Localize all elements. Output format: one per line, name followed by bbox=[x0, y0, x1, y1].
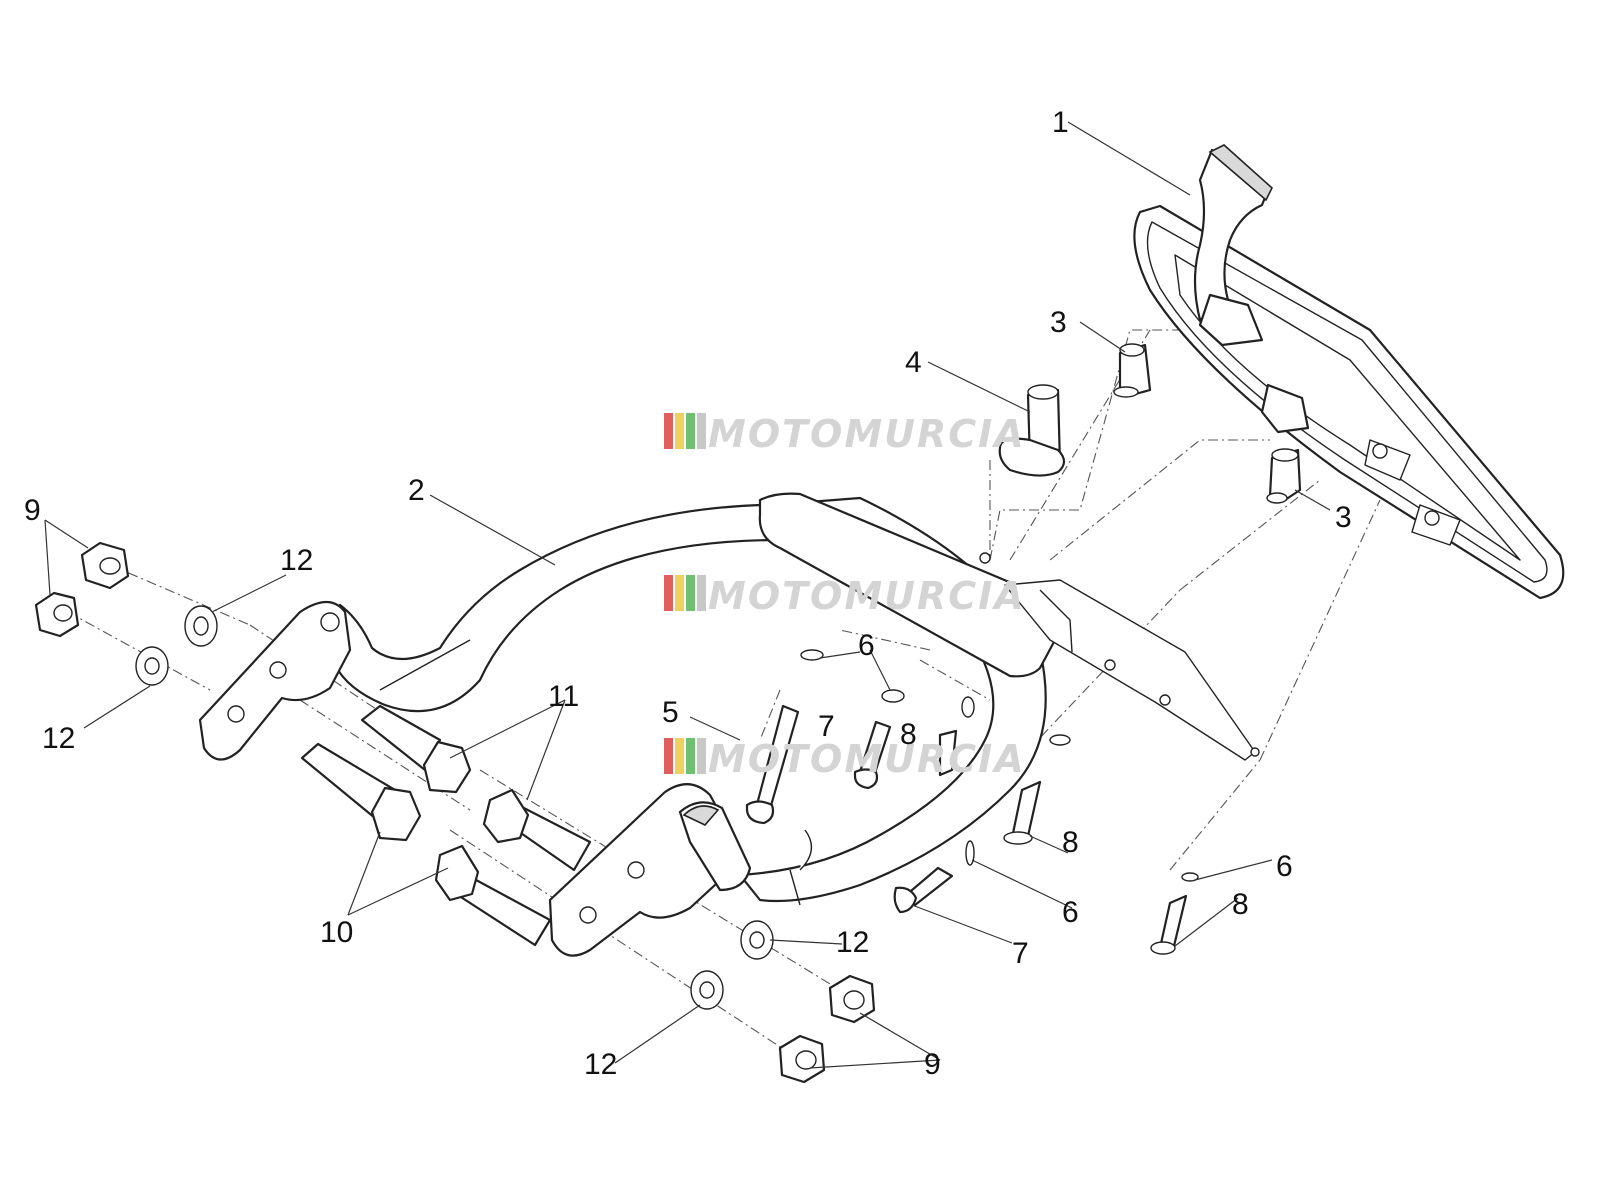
watermark-stripe bbox=[686, 575, 695, 611]
watermark-middle: MOTOMURCIA bbox=[664, 574, 1026, 618]
watermark-stripe bbox=[675, 738, 684, 774]
callout-10: 10 bbox=[320, 916, 353, 949]
watermark-stripe bbox=[697, 413, 706, 449]
part-12-washers bbox=[135, 605, 774, 1010]
watermark-stripe bbox=[686, 738, 695, 774]
callout-4: 4 bbox=[905, 346, 922, 379]
callout-3: 3 bbox=[1050, 306, 1067, 339]
watermark-text: MOTOMURCIA bbox=[708, 412, 1026, 456]
callout-12: 12 bbox=[584, 1048, 617, 1081]
watermark-bottom: MOTOMURCIA bbox=[664, 737, 1026, 781]
part-8-bushings bbox=[938, 729, 1188, 955]
callout-2: 2 bbox=[408, 474, 425, 507]
callout-9: 9 bbox=[24, 494, 41, 527]
watermark-stripe bbox=[664, 413, 673, 449]
callout-7: 7 bbox=[818, 710, 835, 743]
callout-9: 9 bbox=[924, 1048, 941, 1081]
watermark-top: MOTOMURCIA bbox=[664, 412, 1026, 456]
watermark-stripe bbox=[686, 413, 695, 449]
callout-8: 8 bbox=[1232, 888, 1249, 921]
callout-3: 3 bbox=[1335, 501, 1352, 534]
callout-labels: 1 2 3 3 4 5 6 6 6 7 7 8 8 8 9 9 10 11 12… bbox=[24, 106, 1352, 1081]
watermark-stripe bbox=[697, 575, 706, 611]
callout-8: 8 bbox=[900, 718, 917, 751]
part-2-grab-rail bbox=[198, 492, 1260, 957]
part-6-washers bbox=[800, 649, 1199, 882]
callout-8: 8 bbox=[1062, 826, 1079, 859]
watermark-stripe bbox=[675, 575, 684, 611]
callout-12: 12 bbox=[280, 544, 313, 577]
part-4-spacer bbox=[998, 384, 1066, 477]
callout-6: 6 bbox=[1276, 850, 1293, 883]
callout-12: 12 bbox=[42, 722, 75, 755]
part-7-screws bbox=[853, 720, 954, 914]
part-3-bushings bbox=[1113, 343, 1302, 504]
part-11-bolts bbox=[360, 704, 592, 872]
part-5-screw bbox=[745, 704, 800, 825]
part-10-long-bolts bbox=[300, 742, 552, 947]
part-9-nuts bbox=[34, 541, 876, 1084]
callout-12: 12 bbox=[836, 926, 869, 959]
callout-7: 7 bbox=[1012, 937, 1029, 970]
watermark-text: MOTOMURCIA bbox=[708, 737, 1026, 781]
callout-5: 5 bbox=[662, 696, 679, 729]
watermark-stripe bbox=[664, 738, 673, 774]
watermark-stripe bbox=[664, 575, 673, 611]
watermark-text: MOTOMURCIA bbox=[708, 574, 1026, 618]
part-1-license-plate-holder bbox=[1133, 144, 1565, 600]
callout-1: 1 bbox=[1052, 106, 1069, 139]
watermark-stripe bbox=[697, 738, 706, 774]
callout-6: 6 bbox=[1062, 896, 1079, 929]
callout-11: 11 bbox=[548, 680, 579, 713]
leader-lines bbox=[44, 121, 1331, 1069]
watermark-stripe bbox=[675, 413, 684, 449]
callout-6: 6 bbox=[858, 629, 875, 662]
